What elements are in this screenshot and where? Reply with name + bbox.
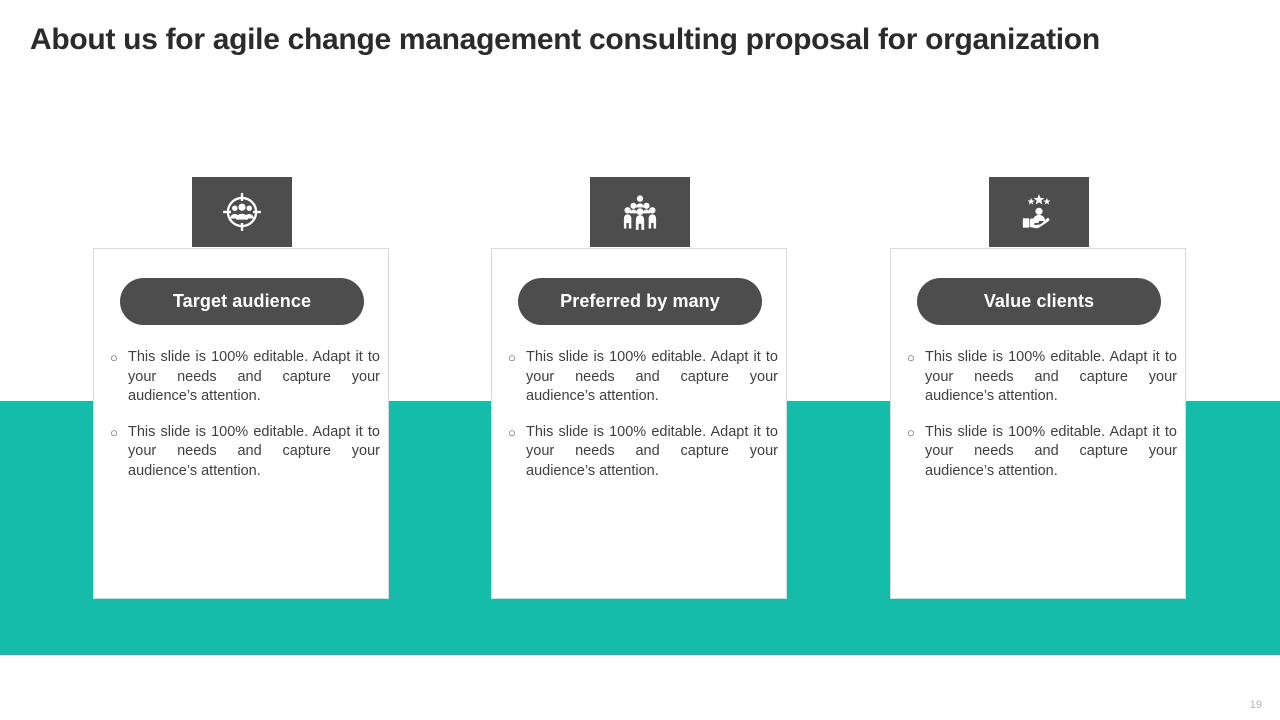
list-item: ○ This slide is 100% editable. Adapt it …	[506, 348, 778, 407]
icon-box-3	[989, 177, 1089, 247]
heading-pill-3[interactable]: Value clients	[917, 278, 1161, 325]
bullet-text: This slide is 100% editable. Adapt it to…	[128, 423, 380, 479]
card-2: Preferred by many ○ This slide is 100% e…	[491, 248, 787, 599]
bullet-marker-icon: ○	[110, 424, 118, 440]
list-item: ○ This slide is 100% editable. Adapt it …	[108, 423, 380, 482]
bullet-text: This slide is 100% editable. Adapt it to…	[925, 423, 1177, 479]
bullet-marker-icon: ○	[907, 424, 915, 440]
heading-label-3: Value clients	[983, 291, 1095, 311]
target-audience-icon	[220, 190, 264, 234]
icon-box-1	[192, 177, 292, 247]
page-number: 19	[1249, 699, 1262, 711]
bullet-marker-icon: ○	[508, 424, 516, 440]
bullet-list-3: ○ This slide is 100% editable. Adapt it …	[905, 348, 1177, 497]
heading-label-2: Preferred by many	[560, 291, 720, 311]
column-value-clients: Value clients ○ This slide is 100% edita…	[890, 177, 1188, 601]
bullet-marker-icon: ○	[907, 350, 915, 365]
card-3: Value clients ○ This slide is 100% edita…	[890, 248, 1186, 599]
column-preferred-by-many: Preferred by many ○ This slide is 100% e…	[491, 177, 789, 601]
heading-pill-1[interactable]: Target audience	[120, 278, 364, 325]
bullet-marker-icon: ○	[110, 350, 118, 365]
bullet-list-1: ○ This slide is 100% editable. Adapt it …	[108, 348, 380, 497]
heading-label-1: Target audience	[172, 291, 312, 311]
list-item: ○ This slide is 100% editable. Adapt it …	[108, 348, 380, 407]
hand-holding-person-with-stars-icon	[1017, 190, 1061, 234]
bullet-text: This slide is 100% editable. Adapt it to…	[925, 349, 1177, 404]
list-item: ○ This slide is 100% editable. Adapt it …	[506, 423, 778, 482]
bullet-list-2: ○ This slide is 100% editable. Adapt it …	[506, 348, 778, 497]
card-1: Target audience ○ This slide is 100% edi…	[93, 248, 389, 599]
bullet-text: This slide is 100% editable. Adapt it to…	[526, 423, 778, 479]
list-item: ○ This slide is 100% editable. Adapt it …	[905, 423, 1177, 482]
heading-pill-2[interactable]: Preferred by many	[518, 278, 762, 325]
list-item: ○ This slide is 100% editable. Adapt it …	[905, 348, 1177, 407]
group-of-people-icon	[618, 190, 662, 234]
icon-box-2	[590, 177, 690, 247]
column-target-audience: Target audience ○ This slide is 100% edi…	[93, 177, 391, 601]
bullet-text: This slide is 100% editable. Adapt it to…	[128, 349, 380, 404]
bullet-marker-icon: ○	[508, 350, 516, 365]
page-title: About us for agile change management con…	[30, 23, 1100, 56]
bullet-text: This slide is 100% editable. Adapt it to…	[526, 349, 778, 404]
